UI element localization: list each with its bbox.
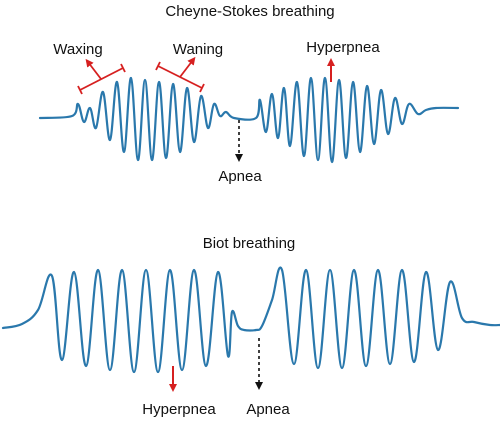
waning-arrow-icon xyxy=(179,56,196,78)
waxing-arrow-icon xyxy=(85,58,102,80)
waning-label: Waning xyxy=(173,41,223,58)
biot-panel: Biot breathing Hyperpnea Apnea xyxy=(1,235,500,418)
cs-hyperpnea-annotation: Hyperpnea xyxy=(306,39,380,82)
cs-apnea-label: Apnea xyxy=(218,168,262,185)
cs-hyperpnea-label: Hyperpnea xyxy=(306,39,380,56)
biot-apnea-label: Apnea xyxy=(246,401,290,418)
biot-waveform xyxy=(1,266,500,374)
cs-apnea-annotation: Apnea xyxy=(218,120,262,185)
cheyne-stokes-waveform xyxy=(38,76,460,164)
waning-annotation: Waning xyxy=(155,41,223,93)
waning-bracket-cap-left xyxy=(155,61,161,71)
cheyne-stokes-panel: Cheyne-Stokes breathing Waxing Waning Hy… xyxy=(38,3,460,185)
biot-hyperpnea-label: Hyperpnea xyxy=(142,401,216,418)
waxing-annotation: Waxing xyxy=(53,41,126,95)
waxing-bracket xyxy=(79,67,124,91)
waxing-bracket-cap-left xyxy=(77,85,83,95)
biot-apnea-annotation: Apnea xyxy=(246,338,290,418)
waxing-label: Waxing xyxy=(53,41,102,58)
waning-bracket-cap-right xyxy=(199,83,205,93)
biot-hyperpnea-annotation: Hyperpnea xyxy=(142,366,216,418)
waxing-bracket-cap-right xyxy=(120,63,126,73)
cheyne-stokes-title: Cheyne-Stokes breathing xyxy=(165,3,334,20)
biot-title: Biot breathing xyxy=(203,235,296,252)
